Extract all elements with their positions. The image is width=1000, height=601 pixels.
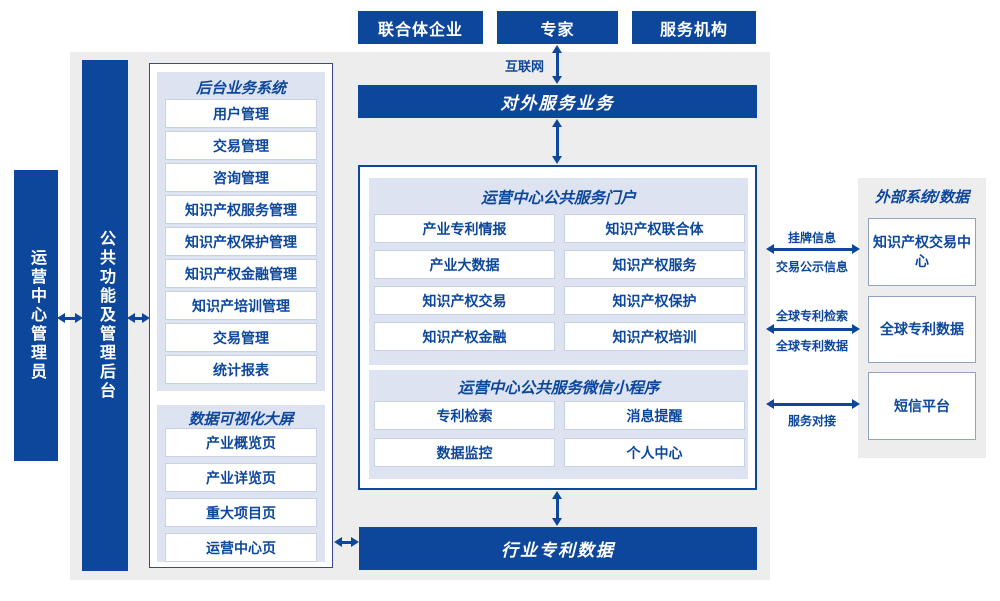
- double-arrow-horizontal-icon: [57, 313, 83, 323]
- list-item: 产业详览页: [165, 463, 317, 492]
- link-label-global-patent-search: 全球专利检索: [775, 309, 848, 323]
- industry-patent-data-bar: 行业专利数据: [359, 527, 757, 570]
- actor-experts: 专家: [497, 11, 618, 44]
- backend-system-title: 后台业务系统: [195, 80, 286, 97]
- bigscreen-title: 数据可视化大屏: [188, 411, 294, 428]
- arrow-line: [555, 496, 559, 521]
- bigscreen-list: 产业概览页 产业详览页 重大项目页 运营中心页: [157, 428, 325, 562]
- arrow-line: [555, 50, 559, 79]
- arrow-line: [771, 402, 855, 406]
- list-item: 知识产培训管理: [165, 291, 317, 320]
- list-item: 知识产权联合体: [564, 214, 745, 243]
- list-item: 运营中心页: [165, 533, 317, 562]
- backend-container: 后台业务系统 用户管理 交易管理 咨询管理 知识产权服务管理 知识产权保护管理 …: [149, 63, 333, 568]
- external-system-sms-platform: 短信平台: [868, 372, 976, 440]
- actor-service-organizations: 服务机构: [632, 11, 756, 44]
- backend-system-group: 后台业务系统 用户管理 交易管理 咨询管理 知识产权服务管理 知识产权保护管理 …: [157, 72, 325, 391]
- list-item: 产业大数据: [374, 250, 555, 279]
- backend-functions-vertical-bar: 公共功能及管理后台: [82, 60, 128, 571]
- miniprogram-group: 运营中心公共服务微信小程序 专利检索 消息提醒 数据监控 个人中心: [369, 370, 748, 479]
- link-label-global-patent-data: 全球专利数据: [775, 339, 848, 353]
- list-item: 统计报表: [165, 355, 317, 384]
- arrow-line: [771, 247, 855, 251]
- link-label-service-docking: 服务对接: [787, 414, 836, 428]
- double-arrow-vertical-icon: [551, 119, 563, 164]
- arrow-line: [132, 316, 145, 320]
- list-item: 产业概览页: [165, 428, 317, 457]
- backend-system-list: 用户管理 交易管理 咨询管理 知识产权服务管理 知识产权保护管理 知识产权金融管…: [157, 99, 325, 384]
- arrow-line: [555, 124, 559, 159]
- list-item: 知识产权服务管理: [165, 195, 317, 224]
- portal-group: 运营中心公共服务门户 产业专利情报 知识产权联合体 产业大数据 知识产权服务 知…: [369, 178, 748, 365]
- arrow-line: [339, 540, 354, 544]
- portal-title: 运营中心公共服务门户: [480, 190, 636, 207]
- double-arrow-vertical-icon: [551, 491, 563, 526]
- miniprogram-title: 运营中心公共服务微信小程序: [457, 380, 660, 397]
- double-arrow-horizontal-icon: [766, 324, 860, 334]
- operations-center-box: 运营中心公共服务门户 产业专利情报 知识产权联合体 产业大数据 知识产权服务 知…: [358, 165, 757, 490]
- list-item: 重大项目页: [165, 498, 317, 527]
- list-item: 知识产权金融: [374, 322, 555, 351]
- list-item: 用户管理: [165, 99, 317, 128]
- external-systems-title: 外部系统/数据: [874, 189, 970, 206]
- double-arrow-horizontal-icon: [334, 537, 359, 547]
- list-item: 知识产权金融管理: [165, 259, 317, 288]
- list-item: 知识产权服务: [564, 250, 745, 279]
- external-system-ip-trading-center: 知识产权交易中心: [868, 218, 976, 286]
- list-item: 交易管理: [165, 323, 317, 352]
- arrow-line: [771, 327, 855, 331]
- list-item: 产业专利情报: [374, 214, 555, 243]
- external-service-bar: 对外服务业务: [358, 85, 757, 118]
- portal-grid: 产业专利情报 知识产权联合体 产业大数据 知识产权服务 知识产权交易 知识产权保…: [369, 214, 748, 351]
- list-item: 个人中心: [564, 438, 745, 467]
- double-arrow-horizontal-icon: [766, 244, 860, 254]
- link-label-transaction-publicity: 交易公示信息: [775, 260, 848, 274]
- list-item: 专利检索: [374, 401, 555, 430]
- list-item: 咨询管理: [165, 163, 317, 192]
- list-item: 数据监控: [374, 438, 555, 467]
- admin-vertical-bar: 运营中心管理员: [14, 170, 58, 461]
- list-item: 知识产权交易: [374, 286, 555, 315]
- list-item: 交易管理: [165, 131, 317, 160]
- miniprogram-grid: 专利检索 消息提醒 数据监控 个人中心: [369, 401, 748, 467]
- arrow-line: [62, 316, 78, 320]
- bigscreen-group: 数据可视化大屏 产业概览页 产业详览页 重大项目页 运营中心页: [157, 405, 325, 562]
- external-system-global-patent-data: 全球专利数据: [868, 296, 976, 363]
- double-arrow-horizontal-icon: [127, 313, 150, 323]
- list-item: 知识产权培训: [564, 322, 745, 351]
- internet-label: 互联网: [504, 59, 544, 74]
- list-item: 知识产权保护: [564, 286, 745, 315]
- double-arrow-vertical-icon: [551, 45, 563, 84]
- list-item: 消息提醒: [564, 401, 745, 430]
- list-item: 知识产权保护管理: [165, 227, 317, 256]
- double-arrow-horizontal-icon: [766, 399, 860, 409]
- actor-consortium-enterprises: 联合体企业: [358, 11, 483, 44]
- link-label-listing-info: 挂牌信息: [787, 231, 836, 245]
